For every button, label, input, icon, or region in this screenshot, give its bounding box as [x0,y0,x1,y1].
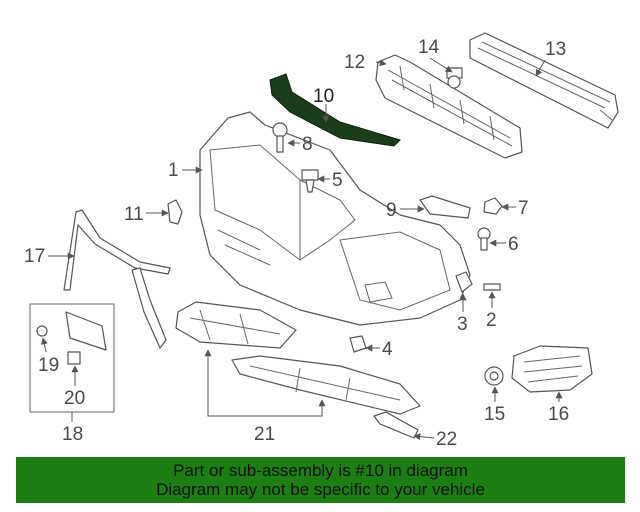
callout-13[interactable]: 13 [545,39,566,60]
info-banner: Part or sub-assembly is #10 in diagram D… [16,457,625,503]
callout-18[interactable]: 18 [62,424,83,445]
callout-12[interactable]: 12 [344,52,365,73]
callout-17[interactable]: 17 [24,246,45,267]
parts-group-18-box[interactable] [29,303,115,413]
callout-16[interactable]: 16 [548,404,569,425]
part-9-bracket[interactable] [419,195,471,219]
part-11-bracket[interactable] [167,199,183,225]
callout-22[interactable]: 22 [436,429,457,450]
part-2-bolt[interactable] [483,283,501,291]
parts-diagram: 12 14 13 10 8 1 5 11 9 7 6 17 3 2 4 19 2… [24,32,619,450]
callout-14[interactable]: 14 [418,37,440,58]
part-4-clip[interactable] [349,335,367,353]
part-22-bracket[interactable] [373,411,419,439]
part-6-bolt[interactable] [477,227,491,251]
part-21-undercover[interactable] [175,301,421,415]
callout-15[interactable]: 15 [484,404,505,425]
part-14-bolt[interactable] [446,67,463,89]
callout-6[interactable]: 6 [508,234,519,255]
callout-11[interactable]: 11 [124,204,144,225]
part-3-nut[interactable] [455,271,473,293]
callout-9[interactable]: 9 [386,200,397,221]
part-12-absorber[interactable] [375,54,523,159]
part-16-fog-cover[interactable] [511,345,593,393]
part-8-clip[interactable] [272,122,288,153]
callout-21[interactable]: 21 [254,424,275,445]
part-7-clip[interactable] [483,197,503,215]
part-17-molding[interactable] [63,209,171,291]
banner-line-2: Diagram may not be specific to your vehi… [156,480,485,499]
part-1-bumper-cover[interactable] [199,111,471,326]
callout-10[interactable]: 10 [313,86,334,107]
callout-7[interactable]: 7 [518,198,529,219]
callout-19[interactable]: 19 [38,355,59,376]
callout-2[interactable]: 2 [486,310,497,331]
callout-4[interactable]: 4 [382,339,393,360]
callout-labels: 12 14 13 10 8 1 5 11 9 7 6 17 3 2 4 19 2… [24,37,569,450]
callout-5[interactable]: 5 [332,170,343,191]
callout-3[interactable]: 3 [457,314,468,335]
part-15-grommet[interactable] [484,366,504,386]
banner-line-1: Part or sub-assembly is #10 in diagram [173,461,468,480]
part-lower-garnish[interactable] [131,267,167,349]
part-5-clip[interactable] [301,169,319,193]
leader-lines [40,57,563,441]
part-10-highlighted-retainer[interactable] [269,73,401,147]
callout-1[interactable]: 1 [168,160,179,181]
callout-20[interactable]: 20 [64,388,85,409]
part-13-reinforcement[interactable] [469,32,619,129]
callout-8[interactable]: 8 [302,134,313,155]
